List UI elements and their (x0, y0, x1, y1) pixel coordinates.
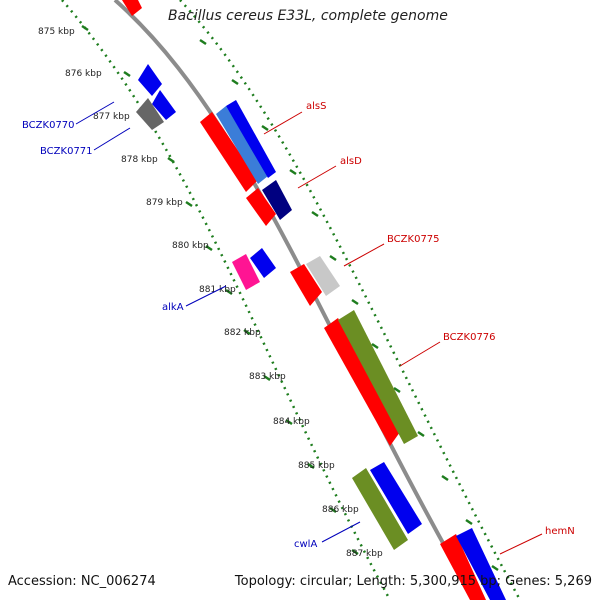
scale-label-879: 879 kbp (146, 198, 183, 208)
scale-label-876: 876 kbp (65, 69, 102, 79)
forward-label-leaders (263, 111, 543, 555)
gene-BCZK0776-olive (338, 310, 418, 444)
scale-label-875: 875 kbp (38, 27, 75, 37)
gene-label-alsS: alsS (306, 101, 326, 112)
reverse-label-leaders (75, 101, 361, 543)
gene-label-BCZK0775: BCZK0775 (387, 234, 440, 245)
gene-BCZK0770-blue (138, 64, 162, 96)
gene-label-hemN: hemN (545, 526, 575, 537)
map-title: Bacillus cereus E33L, complete genome (168, 8, 448, 24)
gene-BCZK0771-blue (152, 90, 176, 120)
scale-labels: 875 kbp 876 kbp 877 kbp 878 kbp 879 kbp … (38, 27, 383, 559)
gene-top-fragment (122, 0, 142, 16)
gene-BCZK0771-gray (136, 98, 164, 130)
genome-summary-text: Topology: circular; Length: 5,300,915 bp… (234, 574, 592, 589)
accession-text: Accession: NC_006274 (8, 574, 156, 589)
scale-label-884: 884 kbp (273, 417, 310, 427)
gene-label-alsD: alsD (340, 156, 362, 167)
gene-alsS-red (200, 112, 258, 192)
scale-label-887: 887 kbp (346, 549, 383, 559)
outer-major-ticks (199, 38, 499, 572)
gene-alsS-light-blue (216, 106, 268, 184)
gene-cwlA-olive (352, 468, 408, 550)
outer-scale-track (179, 0, 522, 600)
gene-alsD-navy (262, 180, 292, 220)
scale-label-885: 885 kbp (298, 461, 335, 471)
gene-BCZK0775-red (290, 264, 322, 306)
gene-label-cwlA: cwlA (294, 539, 317, 550)
inner-major-ticks (81, 24, 359, 556)
genome-backbone (113, 0, 477, 600)
scale-label-886: 886 kbp (322, 505, 359, 515)
gene-cwlA-blue (370, 462, 422, 534)
gene-label-BCZK0771: BCZK0771 (40, 146, 93, 157)
scale-label-878: 878 kbp (121, 155, 158, 165)
gene-labels: alsS alsD BCZK0775 BCZK0776 hemN BCZK077… (22, 101, 575, 550)
reverse-strand-genes (136, 64, 422, 550)
gene-BCZK0776-red (324, 318, 400, 446)
gene-alsD-red (246, 188, 276, 226)
scale-label-882: 882 kbp (224, 328, 261, 338)
gene-alsS-blue (226, 100, 276, 178)
scale-label-880: 880 kbp (172, 241, 209, 251)
gene-alkA-magenta (232, 254, 260, 290)
gene-label-BCZK0776: BCZK0776 (443, 332, 496, 343)
scale-label-883: 883 kbp (249, 372, 286, 382)
gene-BCZK0775-gray (306, 256, 340, 296)
scale-label-877: 877 kbp (93, 112, 130, 122)
gene-label-BCZK0770: BCZK0770 (22, 120, 75, 131)
gene-hemN-red (440, 534, 486, 600)
gene-label-alkA: alkA (162, 302, 184, 313)
gene-hemN-blue (456, 528, 506, 600)
forward-strand-genes (122, 0, 506, 600)
gene-alkA-blue (250, 248, 276, 278)
